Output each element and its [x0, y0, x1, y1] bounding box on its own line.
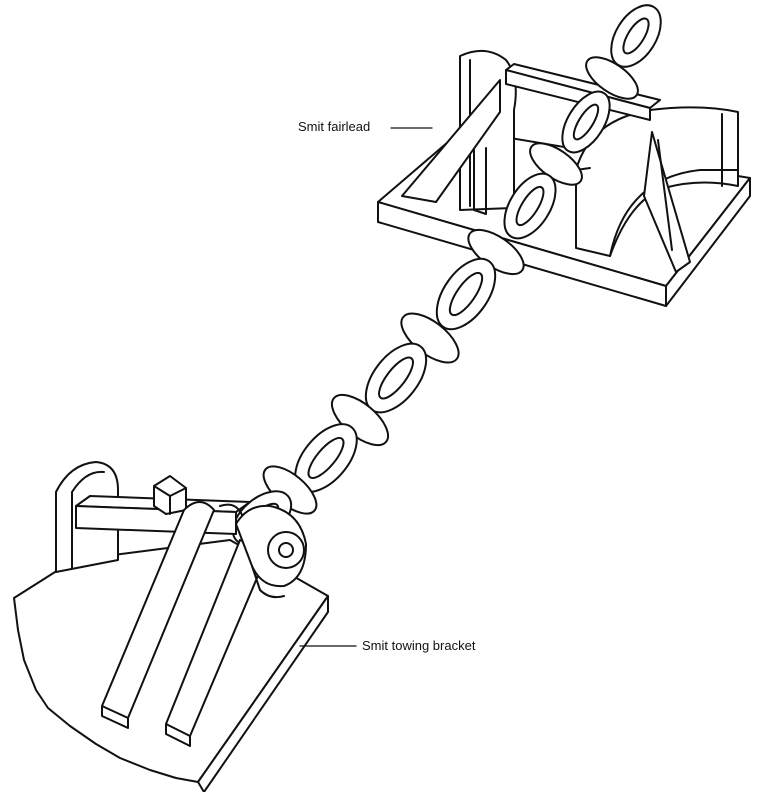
fairlead-right-gusset	[643, 131, 691, 273]
bracket-left-leg	[101, 501, 215, 719]
towing-bracket-label: Smit towing bracket	[362, 638, 476, 653]
chain-link	[585, 56, 639, 100]
deck-plate-edge	[197, 595, 329, 792]
fairlead-left-gusset	[401, 79, 501, 203]
bracket-eye-pin	[278, 542, 294, 558]
fairlead-plate-edge-side	[665, 177, 751, 307]
smit-fairlead	[377, 49, 751, 307]
fairlead-label: Smit fairlead	[298, 119, 371, 134]
smit-towing-bracket	[13, 461, 329, 792]
